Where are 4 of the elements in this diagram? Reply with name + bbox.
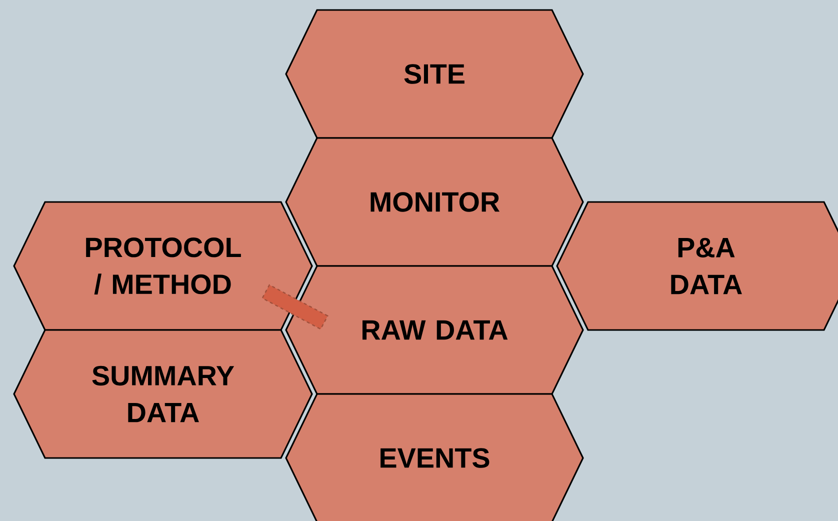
hexagon: EVENTS	[285, 393, 584, 521]
bar	[262, 284, 328, 330]
node-label: P&A DATA	[671, 238, 742, 294]
hexagon: P&A DATA	[556, 201, 838, 331]
